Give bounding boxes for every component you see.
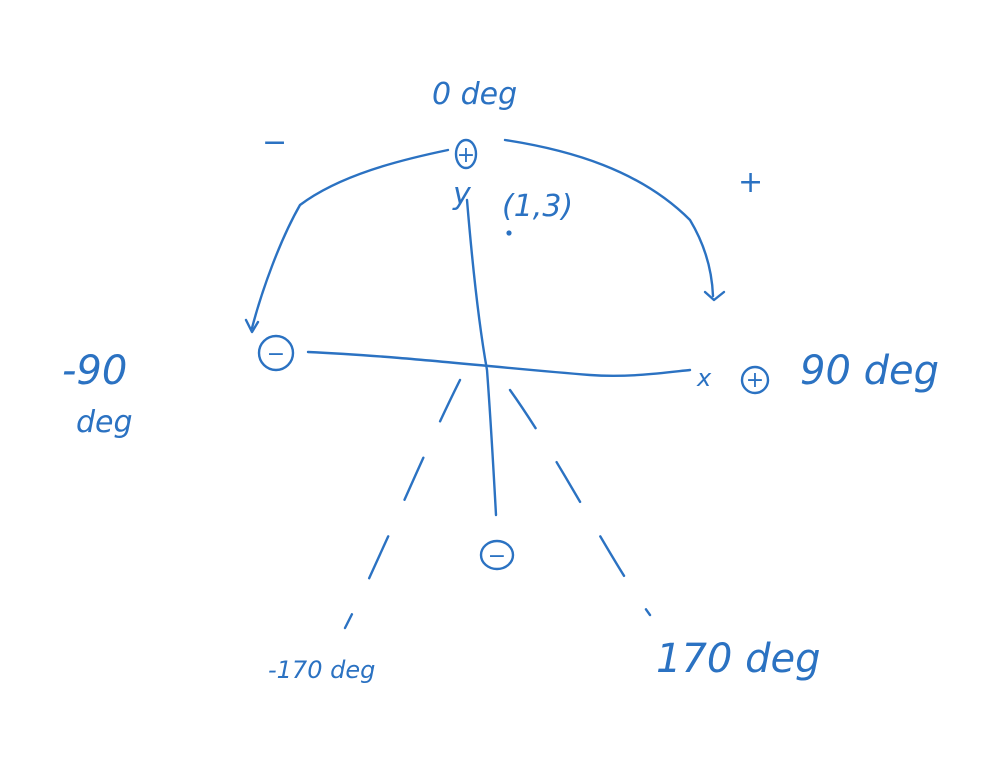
label-170-deg: 170 deg bbox=[656, 636, 820, 682]
label-plus-sign: + bbox=[738, 165, 763, 200]
label-x-axis: x bbox=[696, 364, 712, 392]
right-circle-plus-sign: + bbox=[746, 368, 764, 393]
label-neg-90-deg-unit: deg bbox=[76, 405, 133, 440]
label-neg-170-deg: -170 deg bbox=[268, 656, 375, 684]
right-circle-plus bbox=[740, 365, 770, 395]
label-minus-sign: − bbox=[262, 125, 287, 160]
top-circle-plus-sign: + bbox=[457, 143, 475, 168]
top-circle-plus bbox=[454, 138, 478, 170]
left-circle-minus-sign: − bbox=[267, 342, 285, 367]
label-point-coords: (1,3) bbox=[502, 189, 573, 224]
label-neg-90: -90 bbox=[62, 348, 127, 394]
positive-arrow-head bbox=[703, 290, 726, 302]
label-0-deg: 0 deg bbox=[432, 77, 517, 112]
left-circle-minus bbox=[257, 334, 295, 372]
y-axis-line bbox=[465, 198, 498, 517]
label-y-axis: y bbox=[452, 177, 472, 212]
dashed-line-positive-170 bbox=[508, 388, 652, 617]
dashed-line-negative-170 bbox=[343, 378, 462, 630]
x-axis-line bbox=[306, 350, 692, 378]
point-dot bbox=[506, 230, 512, 236]
bottom-circle-minus-sign: − bbox=[488, 544, 506, 569]
negative-arrow-head bbox=[244, 318, 260, 334]
positive-rotation-arc bbox=[503, 138, 715, 298]
label-90-deg: 90 deg bbox=[800, 348, 939, 394]
negative-rotation-arc bbox=[250, 148, 450, 330]
bottom-circle-minus bbox=[479, 539, 515, 571]
